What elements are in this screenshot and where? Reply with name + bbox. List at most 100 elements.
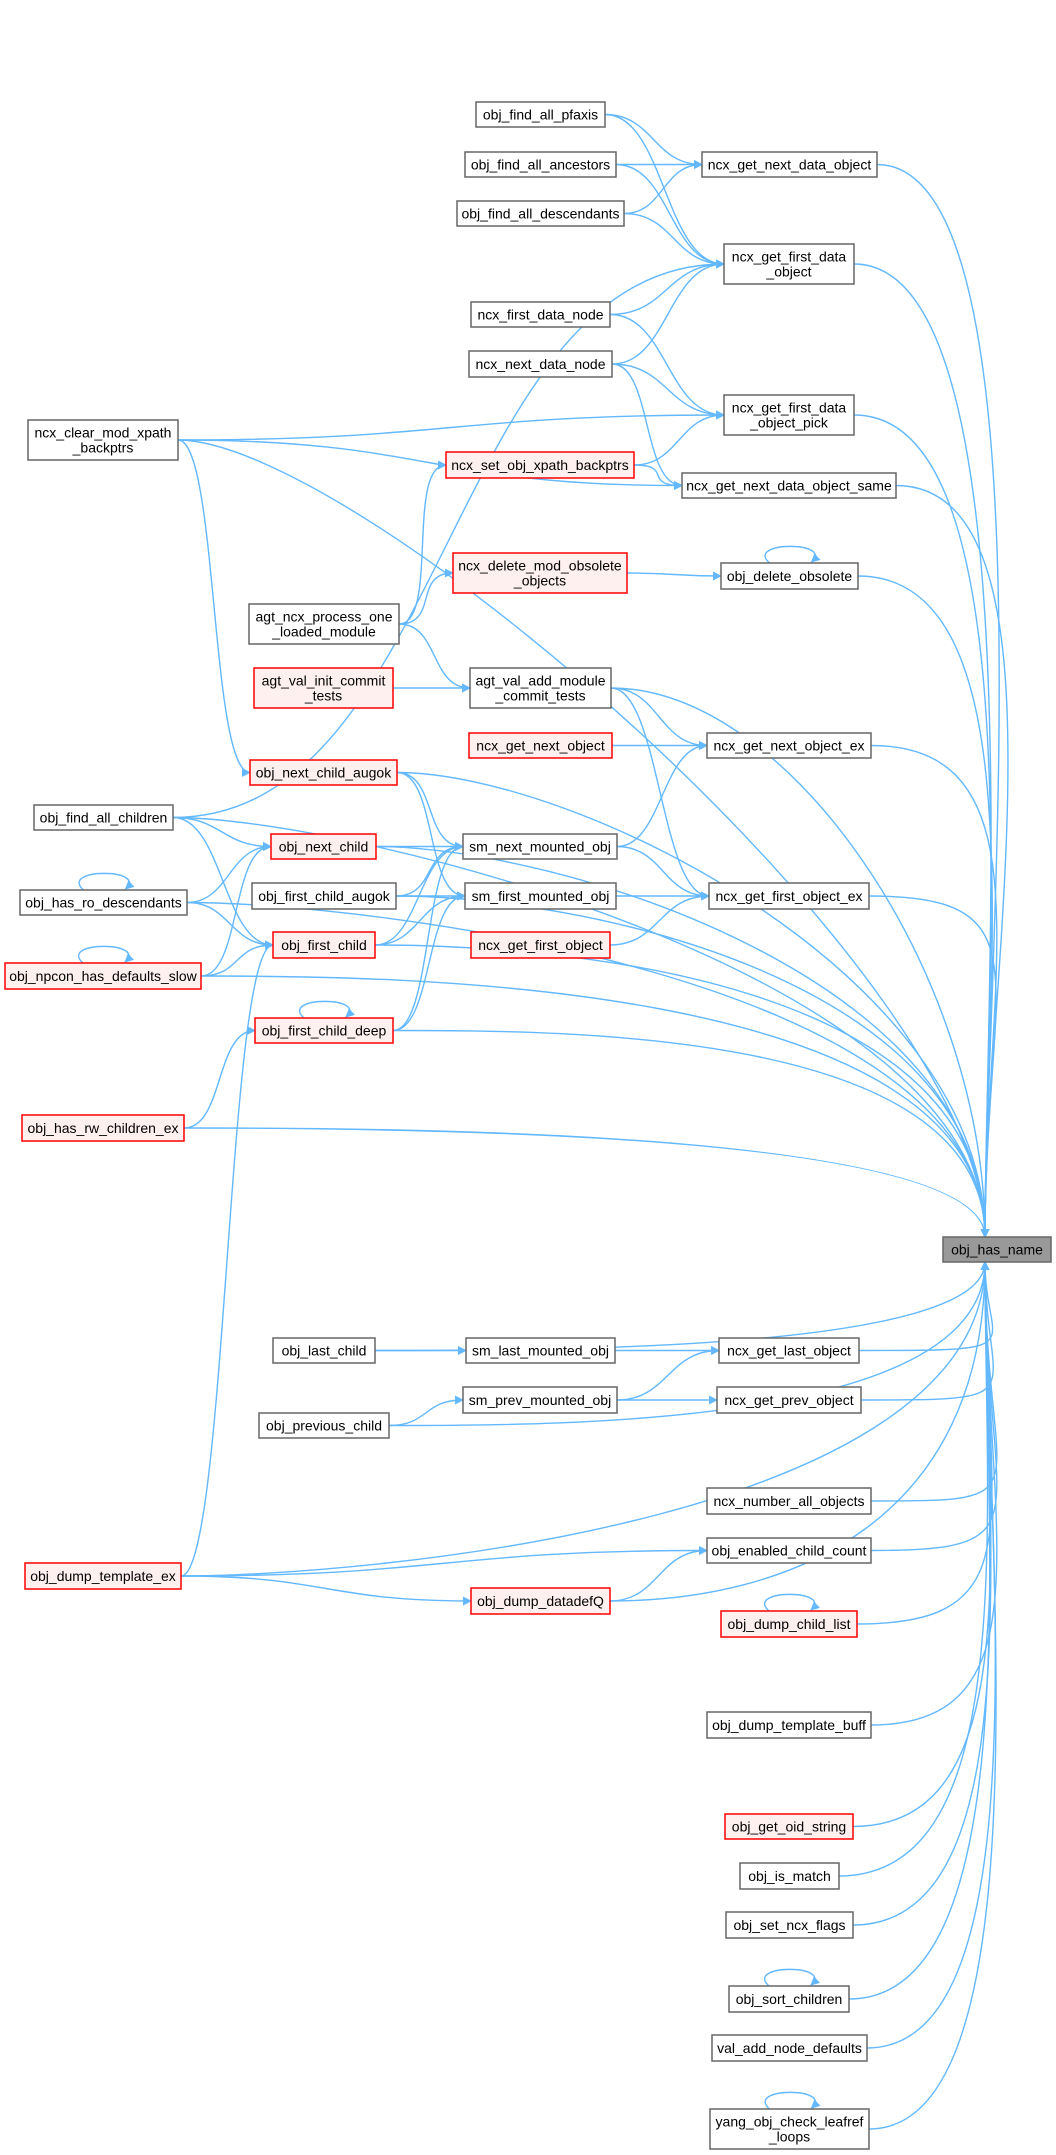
edge-get_prev_object-to-has_name: [860, 1261, 994, 1401]
graph-node-next-child[interactable]: obj_next_child: [270, 833, 377, 860]
node-label: _object_pick: [749, 415, 829, 431]
graph-node-agt-val-init[interactable]: agt_val_init_commit_tests: [253, 667, 394, 709]
edge-agt_val_add-to-next_object_ex: [610, 687, 708, 750]
node-label: obj_sort_children: [736, 1991, 843, 2007]
node-label: obj_is_match: [748, 1868, 831, 1884]
graph-node-next-data-node[interactable]: ncx_next_data_node: [468, 350, 613, 378]
graph-node-ro-desc[interactable]: obj_has_ro_descendants: [19, 889, 188, 916]
graph-node-get-last-object[interactable]: ncx_get_last_object: [718, 1337, 860, 1364]
node-box: [19, 889, 188, 916]
graph-node-same[interactable]: ncx_get_next_data_object_same: [681, 472, 897, 499]
graph-node-next-object-ex[interactable]: ncx_get_next_object_ex: [706, 732, 872, 759]
node-box: [718, 1337, 860, 1364]
node-box: [728, 1985, 850, 2013]
graph-node-first-data-node[interactable]: ncx_first_data_node: [470, 301, 611, 328]
graph-node-rw-children[interactable]: obj_has_rw_children_ex: [21, 1114, 185, 1142]
graph-node-enabled-count[interactable]: obj_enabled_child_count: [706, 1537, 872, 1564]
node-box: [720, 1610, 858, 1638]
edge-delete_obsolete-to-delete_obsolete: [764, 545, 821, 564]
edge-pfaxis-to-first_data_object: [604, 113, 725, 269]
graph-node-xpath-backptrs[interactable]: ncx_set_obj_xpath_backptrs: [445, 451, 635, 479]
graph-node-first-child-augok[interactable]: obj_first_child_augok: [251, 882, 397, 910]
node-box: [706, 732, 872, 759]
graph-node-dump-template-buff[interactable]: obj_dump_template_buff: [706, 1711, 872, 1739]
node-label: obj_previous_child: [266, 1418, 382, 1434]
graph-node-first-child[interactable]: obj_first_child: [272, 931, 376, 959]
graph-node-first-object-ex[interactable]: ncx_get_first_object_ex: [708, 882, 870, 910]
edge-dump_template_buff-to-has_name: [870, 1261, 998, 1726]
node-box: [462, 1386, 618, 1414]
edge-clear_mod-to-same: [177, 439, 683, 490]
graph-node-descendants[interactable]: obj_find_all_descendants: [456, 200, 625, 227]
graph-node-ancestors[interactable]: obj_find_all_ancestors: [464, 151, 617, 178]
graph-node-dump-template-ex[interactable]: obj_dump_template_ex: [24, 1562, 182, 1590]
graph-node-sm-last[interactable]: sm_last_mounted_obj: [465, 1337, 616, 1364]
graph-node-has-name[interactable]: obj_has_name: [942, 1236, 1052, 1263]
node-label: sm_prev_mounted_obj: [469, 1392, 611, 1408]
node-label: _objects: [513, 573, 566, 589]
graph-node-dump-datadefq[interactable]: obj_dump_datadefQ: [470, 1587, 611, 1615]
graph-node-first-child-deep[interactable]: obj_first_child_deep: [254, 1017, 394, 1044]
graph-node-is-match[interactable]: obj_is_match: [739, 1862, 840, 1890]
node-box: [711, 2034, 868, 2062]
graph-node-delete-obsolete[interactable]: obj_delete_obsolete: [720, 562, 859, 590]
graph-node-clear-mod[interactable]: ncx_clear_mod_xpath_backptrs: [27, 419, 179, 461]
node-box: [21, 1114, 185, 1142]
graph-node-first-data-object[interactable]: ncx_get_first_data_object: [723, 243, 855, 285]
node-label: ncx_get_last_object: [727, 1343, 851, 1359]
graph-node-find-all-children[interactable]: obj_find_all_children: [33, 804, 174, 831]
node-box: [468, 350, 613, 378]
node-box: [251, 882, 397, 910]
graph-node-yang-leafref[interactable]: yang_obj_check_leafref_loops: [709, 2108, 870, 2150]
graph-node-pick[interactable]: ncx_get_first_data_object_pick: [723, 394, 855, 436]
graph-node-previous-child[interactable]: obj_previous_child: [258, 1412, 390, 1439]
edge-agt_val_add-to-first_object_ex: [610, 687, 710, 901]
graph-node-next-child-augok[interactable]: obj_next_child_augok: [249, 759, 398, 786]
node-box: [706, 1711, 872, 1739]
graph-node-delete-mod[interactable]: ncx_delete_mod_obsolete_objects: [452, 552, 628, 594]
edge-rw_children-to-first_child_deep: [183, 1026, 256, 1129]
edge-first_child_deep-to-has_name: [392, 1029, 990, 1238]
graph-node-oid-string[interactable]: obj_get_oid_string: [724, 1813, 854, 1840]
graph-node-number-all[interactable]: ncx_number_all_objects: [706, 1487, 872, 1515]
graph-node-sm-prev[interactable]: sm_prev_mounted_obj: [462, 1386, 618, 1414]
node-box: [253, 667, 394, 709]
node-label: obj_next_child_augok: [256, 765, 392, 781]
node-label: ncx_get_first_data: [732, 249, 847, 265]
node-label: yang_obj_check_leafref: [716, 2114, 864, 2130]
graph-node-pfaxis[interactable]: obj_find_all_pfaxis: [475, 101, 606, 128]
edge-yang_leafref-to-has_name: [868, 1261, 997, 2130]
node-label: _loaded_module: [271, 624, 376, 640]
node-box: [464, 882, 617, 910]
edge-agt_ncx_process-to-xpath_backptrs: [398, 460, 447, 625]
graph-node-dump-child-list[interactable]: obj_dump_child_list: [720, 1610, 858, 1638]
node-box: [725, 1911, 854, 1939]
graph-node-get-next-object[interactable]: ncx_get_next_object: [468, 732, 613, 759]
graph-node-last-child[interactable]: obj_last_child: [272, 1337, 376, 1364]
graph-node-agt-val-add[interactable]: agt_val_add_module_commit_tests: [469, 667, 612, 709]
node-box: [739, 1862, 840, 1890]
graph-node-val-add-defaults[interactable]: val_add_node_defaults: [711, 2034, 868, 2062]
edge-npcon-to-npcon: [78, 945, 135, 964]
graph-node-agt-ncx-process[interactable]: agt_ncx_process_one_loaded_module: [248, 603, 400, 645]
edge-npcon-to-has_name: [200, 975, 990, 1238]
graph-node-get-prev-object[interactable]: ncx_get_prev_object: [716, 1386, 862, 1414]
graph-node-get-first-object[interactable]: ncx_get_first_object: [470, 931, 611, 959]
node-box: [716, 1386, 862, 1414]
graph-node-sm-next[interactable]: sm_next_mounted_obj: [462, 833, 618, 860]
node-label: ncx_get_first_data: [732, 400, 847, 416]
node-label: obj_delete_obsolete: [727, 568, 853, 584]
edge-descendants-to-next_data_object: [623, 160, 703, 215]
graph-node-sm-first[interactable]: sm_first_mounted_obj: [464, 882, 617, 910]
graph-node-set-ncx-flags[interactable]: obj_set_ncx_flags: [725, 1911, 854, 1939]
graph-node-next-data-object[interactable]: ncx_get_next_data_object: [701, 151, 878, 178]
node-label: ncx_delete_mod_obsolete: [458, 558, 622, 574]
node-label: agt_ncx_process_one: [256, 609, 393, 625]
graph-node-npcon[interactable]: obj_npcon_has_defaults_slow: [4, 962, 202, 990]
edge-pfaxis-to-next_data_object: [604, 113, 703, 169]
node-label: obj_find_all_ancestors: [471, 157, 610, 173]
graph-node-sort-children[interactable]: obj_sort_children: [728, 1985, 850, 2013]
node-label: obj_has_ro_descendants: [25, 895, 181, 911]
node-label: obj_first_child_deep: [262, 1023, 387, 1039]
